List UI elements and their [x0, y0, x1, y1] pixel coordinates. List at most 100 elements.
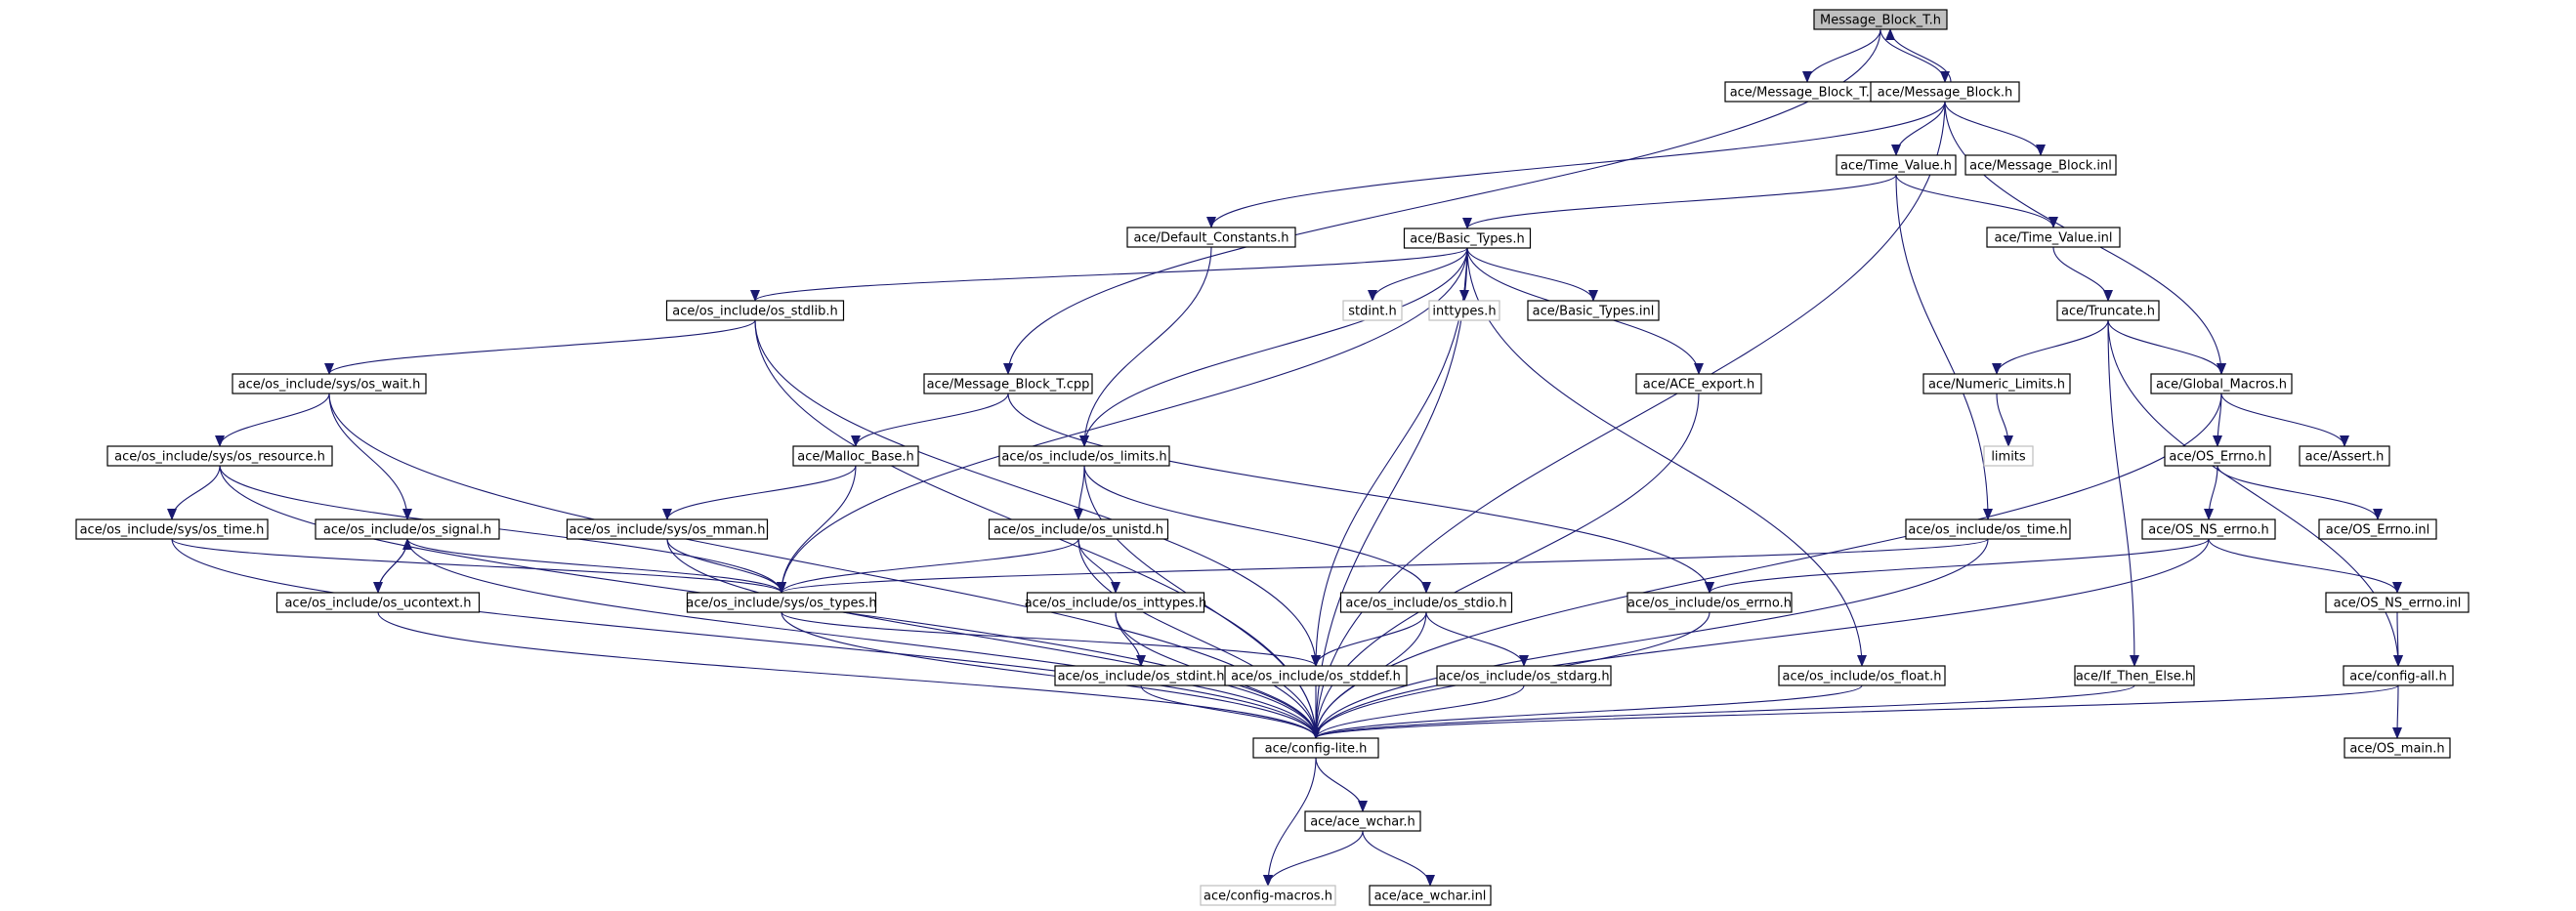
- node-ace-if-then-else-h[interactable]: ace/If_Then_Else.h: [2074, 665, 2195, 686]
- node-box[interactable]: [1126, 227, 1296, 248]
- node-box[interactable]: [1428, 300, 1500, 321]
- node-ace-os-include-os-stdlib-h[interactable]: ace/os_include/os_stdlib.h: [665, 300, 845, 321]
- node-box[interactable]: [1836, 154, 1957, 176]
- node-box[interactable]: [2299, 445, 2390, 467]
- node-box[interactable]: [792, 445, 919, 467]
- node-ace-message-block-h[interactable]: ace/Message_Block.h: [1870, 81, 2020, 103]
- node-ace-numeric-limits-h[interactable]: ace/Numeric_Limits.h: [1922, 373, 2071, 394]
- node-ace-ace-wchar-inl[interactable]: ace/ace_wchar.inl: [1369, 885, 1492, 906]
- node-box[interactable]: [1922, 373, 2071, 394]
- node-box[interactable]: [2318, 518, 2437, 540]
- node-ace-ace-wchar-h[interactable]: ace/ace_wchar.h: [1304, 810, 1421, 832]
- node-box[interactable]: [1026, 592, 1205, 613]
- node-box[interactable]: [1964, 154, 2117, 176]
- node-box[interactable]: [1252, 737, 1379, 759]
- node-ace-truncate-h[interactable]: ace/Truncate.h: [2056, 300, 2160, 321]
- node-box[interactable]: [665, 300, 845, 321]
- node-ace-config-all-h[interactable]: ace/config-all.h: [2343, 665, 2454, 686]
- node-box[interactable]: [2325, 592, 2470, 613]
- node-box[interactable]: [1342, 300, 1403, 321]
- edge-ace-os-include-os-limits-h-to-ace-os-include-os-stdio-h: [1083, 465, 1431, 594]
- node-box[interactable]: [1905, 518, 2071, 540]
- node-inttypes-h[interactable]: inttypes.h: [1428, 300, 1500, 321]
- node-ace-ace-export-h[interactable]: ace/ACE_export.h: [1635, 373, 1762, 394]
- node-box[interactable]: [2343, 665, 2454, 686]
- node-ace-malloc-base-h[interactable]: ace/Malloc_Base.h: [792, 445, 919, 467]
- node-stdint-h[interactable]: stdint.h: [1342, 300, 1403, 321]
- node-ace-os-include-sys-os-time-h[interactable]: ace/os_include/sys/os_time.h: [75, 518, 269, 540]
- node-ace-basic-types-h[interactable]: ace/Basic_Types.h: [1403, 228, 1532, 249]
- node-box[interactable]: [1626, 592, 1793, 613]
- node-ace-message-block-t-inl[interactable]: ace/Message_Block_T.inl: [1724, 81, 1890, 103]
- node-ace-os-include-sys-os-types-h[interactable]: ace/os_include/sys/os_types.h: [686, 592, 877, 613]
- node-ace-os-include-os-stdarg-h[interactable]: ace/os_include/os_stdarg.h: [1436, 665, 1612, 686]
- node-box[interactable]: [1635, 373, 1762, 394]
- node-box[interactable]: [2074, 665, 2195, 686]
- node-label: ace/If_Then_Else.h: [2076, 670, 2193, 684]
- node-box[interactable]: [1403, 228, 1532, 249]
- node-box[interactable]: [566, 518, 769, 540]
- node-ace-os-errno-inl[interactable]: ace/OS_Errno.inl: [2318, 518, 2437, 540]
- node-ace-message-block-t-cpp[interactable]: ace/Message_Block_T.cpp: [923, 373, 1093, 394]
- node-box[interactable]: [2056, 300, 2160, 321]
- node-ace-os-include-os-unistd-h[interactable]: ace/os_include/os_unistd.h: [988, 518, 1169, 540]
- node-ace-time-value-inl[interactable]: ace/Time_Value.inl: [1986, 227, 2121, 248]
- node-ace-config-lite-h[interactable]: ace/config-lite.h: [1252, 737, 1379, 759]
- node-ace-config-macros-h[interactable]: ace/config-macros.h: [1200, 885, 1336, 906]
- node-box[interactable]: [1778, 665, 1946, 686]
- node-box[interactable]: [1304, 810, 1421, 832]
- node-ace-os-include-sys-os-mman-h[interactable]: ace/os_include/sys/os_mman.h: [566, 518, 769, 540]
- node-box[interactable]: [1986, 227, 2121, 248]
- node-box[interactable]: [232, 373, 427, 394]
- node-ace-os-include-os-float-h[interactable]: ace/os_include/os_float.h: [1778, 665, 1946, 686]
- edge-ace-os-errno-h-to-ace-os-errno-inl: [2217, 465, 2383, 520]
- node-box[interactable]: [1436, 665, 1612, 686]
- node-box[interactable]: [75, 518, 269, 540]
- node-box[interactable]: [1224, 665, 1408, 686]
- node-box[interactable]: [1983, 445, 2034, 467]
- node-ace-os-main-h[interactable]: ace/OS_main.h: [2344, 737, 2451, 759]
- node-ace-message-block-inl[interactable]: ace/Message_Block.inl: [1964, 154, 2117, 176]
- node-box[interactable]: [2141, 518, 2276, 540]
- node-ace-global-macros-h[interactable]: ace/Global_Macros.h: [2150, 373, 2293, 394]
- node-box[interactable]: [1200, 885, 1336, 906]
- node-box[interactable]: [1369, 885, 1492, 906]
- node-ace-os-include-os-stdint-h[interactable]: ace/os_include/os_stdint.h: [1054, 665, 1228, 686]
- node-ace-time-value-h[interactable]: ace/Time_Value.h: [1836, 154, 1957, 176]
- node-box[interactable]: [988, 518, 1169, 540]
- node-ace-basic-types-inl[interactable]: ace/Basic_Types.inl: [1527, 300, 1660, 321]
- edge-ace-os-ns-errno-h-to-ace-config-lite-h: [1311, 538, 2210, 739]
- edge-ace-malloc-base-h-to-ace-os-include-sys-os-mman-h: [662, 465, 857, 520]
- node-ace-assert-h[interactable]: ace/Assert.h: [2299, 445, 2390, 467]
- node-ace-os-errno-h[interactable]: ace/OS_Errno.h: [2164, 445, 2271, 467]
- node-ace-os-include-os-ucontext-h[interactable]: ace/os_include/os_ucontext.h: [275, 592, 481, 613]
- node-ace-os-include-os-signal-h[interactable]: ace/os_include/os_signal.h: [315, 518, 500, 540]
- node-ace-os-include-os-stdio-h[interactable]: ace/os_include/os_stdio.h: [1339, 592, 1513, 613]
- node-ace-os-include-os-limits-h[interactable]: ace/os_include/os_limits.h: [998, 445, 1170, 467]
- node-ace-os-ns-errno-inl[interactable]: ace/OS_NS_errno.inl: [2325, 592, 2470, 613]
- node-box[interactable]: [2344, 737, 2451, 759]
- node-box[interactable]: [923, 373, 1093, 394]
- node-ace-default-constants-h[interactable]: ace/Default_Constants.h: [1126, 227, 1296, 248]
- node-ace-os-include-os-inttypes-h[interactable]: ace/os_include/os_inttypes.h: [1025, 592, 1207, 613]
- node-limits[interactable]: limits: [1983, 445, 2034, 467]
- node-box[interactable]: [2164, 445, 2271, 467]
- node-box[interactable]: [275, 592, 481, 613]
- node-ace-os-ns-errno-h[interactable]: ace/OS_NS_errno.h: [2141, 518, 2276, 540]
- node-box[interactable]: [2150, 373, 2293, 394]
- node-box[interactable]: [1870, 81, 2020, 103]
- node-ace-os-include-sys-os-resource-h[interactable]: ace/os_include/sys/os_resource.h: [106, 445, 333, 467]
- node-box[interactable]: [315, 518, 500, 540]
- node-ace-os-include-os-errno-h[interactable]: ace/os_include/os_errno.h: [1626, 592, 1793, 613]
- node-box[interactable]: [1527, 300, 1660, 321]
- node-message-block-t-h[interactable]: Message_Block_T.h: [1813, 9, 1948, 30]
- node-label: ace/os_include/sys/os_types.h: [686, 597, 876, 611]
- node-ace-os-include-sys-os-wait-h[interactable]: ace/os_include/sys/os_wait.h: [232, 373, 427, 394]
- node-box[interactable]: [998, 445, 1170, 467]
- node-box[interactable]: [686, 592, 877, 613]
- node-ace-os-include-os-time-h[interactable]: ace/os_include/os_time.h: [1905, 518, 2071, 540]
- node-box[interactable]: [1339, 592, 1513, 613]
- node-ace-os-include-os-stddef-h[interactable]: ace/os_include/os_stddef.h: [1224, 665, 1408, 686]
- node-box[interactable]: [106, 445, 333, 467]
- node-box[interactable]: [1813, 9, 1948, 30]
